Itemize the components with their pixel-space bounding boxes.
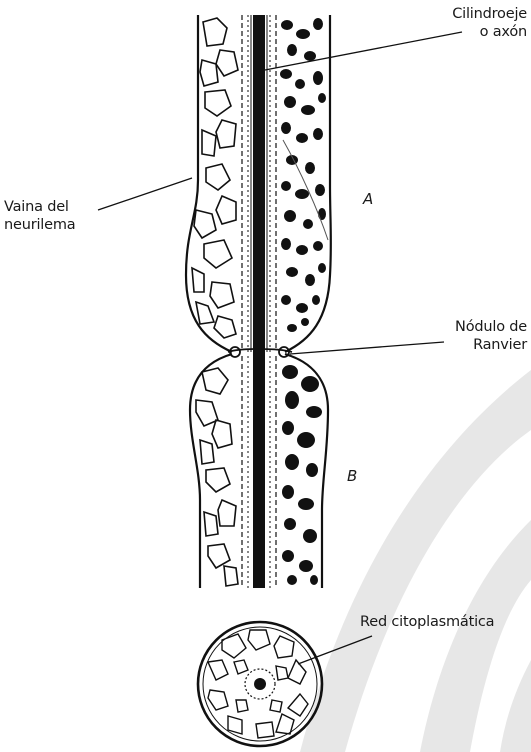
segment-a (186, 15, 331, 355)
nodulo-leader-line (290, 342, 444, 354)
label-nodulo-ranvier: Nódulo de Ranvier (455, 318, 527, 354)
label-red-citoplasmatica: Red citoplasmática (360, 613, 494, 631)
vaina-leader-line (98, 178, 192, 210)
watermark-swoosh (300, 370, 531, 752)
label-segment-b: B (347, 467, 357, 485)
label-cilindroeje: Cilindroeje o axón (452, 5, 527, 41)
segment-b (190, 354, 328, 588)
label-vaina-neurilema: Vaina del neurilema (4, 198, 75, 234)
cross-section (198, 622, 322, 746)
label-segment-a: A (363, 190, 373, 208)
